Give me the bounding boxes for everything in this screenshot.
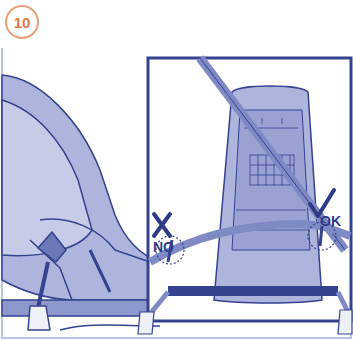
step-number: 10 [14, 15, 31, 30]
buckle-clips [138, 310, 352, 334]
page-frame [2, 48, 351, 338]
inset-back-view [148, 58, 351, 321]
verdict-label: OK [320, 214, 341, 228]
wrong-cross-symbol [154, 214, 170, 236]
seat-side-view [2, 75, 160, 330]
step-number-circle: 10 [5, 5, 39, 39]
verdict-label: NO [153, 240, 174, 254]
correct-check-symbol [310, 190, 334, 216]
